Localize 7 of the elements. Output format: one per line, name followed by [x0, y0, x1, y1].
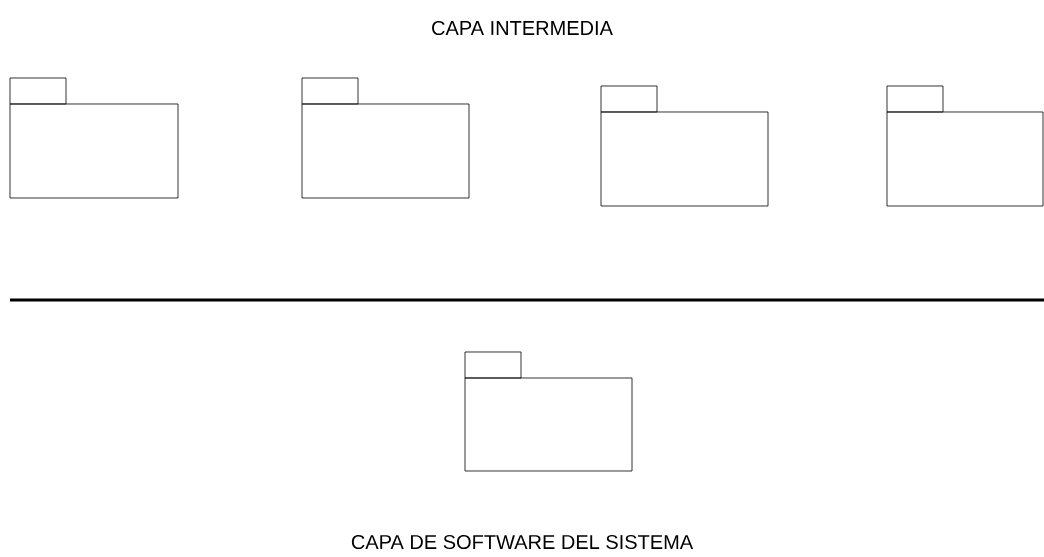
package-folder — [886, 85, 1044, 207]
layer-title: CAPA DE SOFTWARE DEL SISTEMA — [351, 534, 694, 550]
package-folder — [9, 77, 179, 199]
package-folder — [301, 77, 470, 199]
package-folder — [600, 85, 769, 207]
package-folder — [464, 351, 633, 472]
layer-title: CAPA INTERMEDIA — [432, 20, 613, 36]
